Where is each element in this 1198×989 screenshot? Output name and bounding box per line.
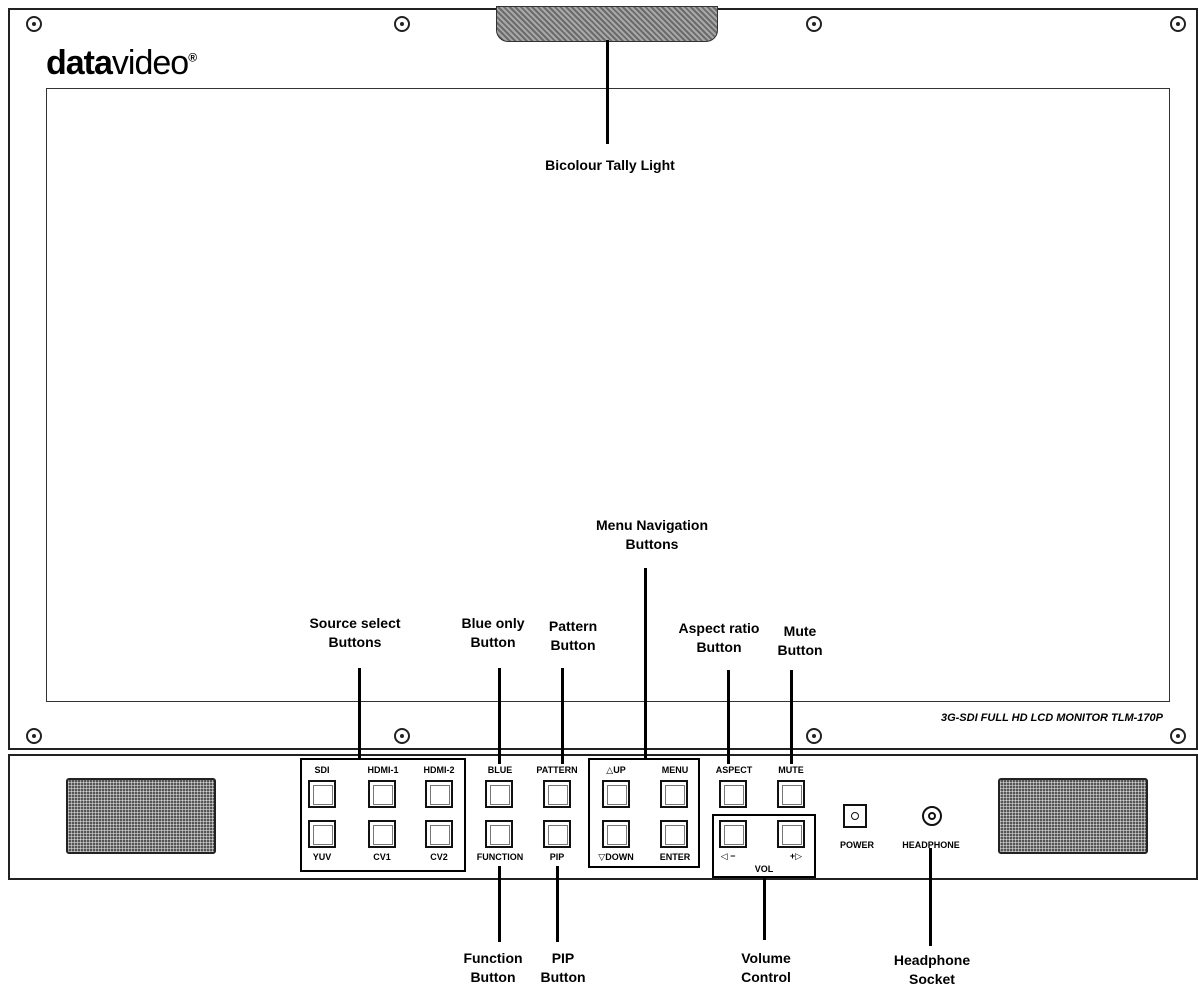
- screw-icon: [394, 16, 410, 32]
- pip-button[interactable]: [543, 820, 571, 848]
- pattern-label: PATTERN: [536, 765, 578, 775]
- pattern-button[interactable]: [543, 780, 571, 808]
- tally-light: [496, 6, 718, 42]
- hdmi2-button[interactable]: [425, 780, 453, 808]
- volume-up-button[interactable]: [777, 820, 805, 848]
- power-label: POWER: [839, 840, 875, 850]
- sdi-label: SDI: [314, 765, 330, 775]
- menu-label: MENU: [661, 765, 689, 775]
- function-button[interactable]: [485, 820, 513, 848]
- cv2-label: CV2: [430, 852, 448, 862]
- tally-leader-line: [606, 40, 609, 144]
- screw-icon: [806, 728, 822, 744]
- aspect-button[interactable]: [719, 780, 747, 808]
- screw-icon: [806, 16, 822, 32]
- volume-down-button[interactable]: [719, 820, 747, 848]
- pip-label: PIP: [549, 852, 565, 862]
- cv1-button[interactable]: [368, 820, 396, 848]
- cv1-label: CV1: [373, 852, 391, 862]
- screw-icon: [26, 728, 42, 744]
- power-button[interactable]: [843, 804, 867, 828]
- hdmi1-label: HDMI-1: [367, 765, 399, 775]
- headphone-label: HEADPHONE: [902, 840, 960, 850]
- down-button[interactable]: [602, 820, 630, 848]
- blue-label: BLUE: [487, 765, 513, 775]
- lcd-screen: [46, 88, 1170, 702]
- sdi-button[interactable]: [308, 780, 336, 808]
- hdmi2-label: HDMI-2: [423, 765, 455, 775]
- headphone-socket[interactable]: [922, 806, 942, 826]
- cv2-button[interactable]: [425, 820, 453, 848]
- brand-logo: datavideo®: [46, 44, 197, 82]
- blue-button[interactable]: [485, 780, 513, 808]
- aspect-label: ASPECT: [715, 765, 753, 775]
- tally-callout: Bicolour Tally Light: [545, 157, 675, 173]
- enter-label: ENTER: [659, 852, 691, 862]
- pattern-leader-line: [561, 668, 564, 764]
- hdmi1-button[interactable]: [368, 780, 396, 808]
- function-leader-line: [498, 866, 501, 942]
- menu-nav-leader-line: [644, 568, 647, 758]
- yuv-button[interactable]: [308, 820, 336, 848]
- right-speaker-grille: [998, 778, 1148, 854]
- screw-icon: [26, 16, 42, 32]
- function-label: FUNCTION: [476, 852, 524, 862]
- menu-navigation-group: [588, 758, 700, 868]
- model-label: 3G-SDI FULL HD LCD MONITOR TLM-170P: [940, 712, 1163, 724]
- source-select-group: [300, 758, 466, 872]
- blue-leader-line: [498, 668, 501, 764]
- mute-leader-line: [790, 670, 793, 764]
- aspect-leader-line: [727, 670, 730, 764]
- pip-leader-line: [556, 866, 559, 942]
- volume-minus-label: ◁ −: [720, 851, 736, 861]
- up-button[interactable]: [602, 780, 630, 808]
- screw-icon: [394, 728, 410, 744]
- volume-leader-line: [763, 878, 766, 940]
- mute-label: MUTE: [778, 765, 804, 775]
- menu-button[interactable]: [660, 780, 688, 808]
- volume-plus-label: +▷: [789, 851, 803, 861]
- down-label: ▽DOWN: [598, 852, 634, 862]
- yuv-label: YUV: [312, 852, 332, 862]
- source-leader-line: [358, 668, 361, 758]
- vol-label: VOL: [754, 864, 774, 874]
- headphone-leader-line: [929, 848, 932, 946]
- enter-button[interactable]: [660, 820, 688, 848]
- left-speaker-grille: [66, 778, 216, 854]
- up-label: △UP: [606, 765, 626, 775]
- volume-control-group: [712, 814, 816, 878]
- screw-icon: [1170, 728, 1186, 744]
- screw-icon: [1170, 16, 1186, 32]
- monitor-bezel: [8, 8, 1198, 750]
- mute-button[interactable]: [777, 780, 805, 808]
